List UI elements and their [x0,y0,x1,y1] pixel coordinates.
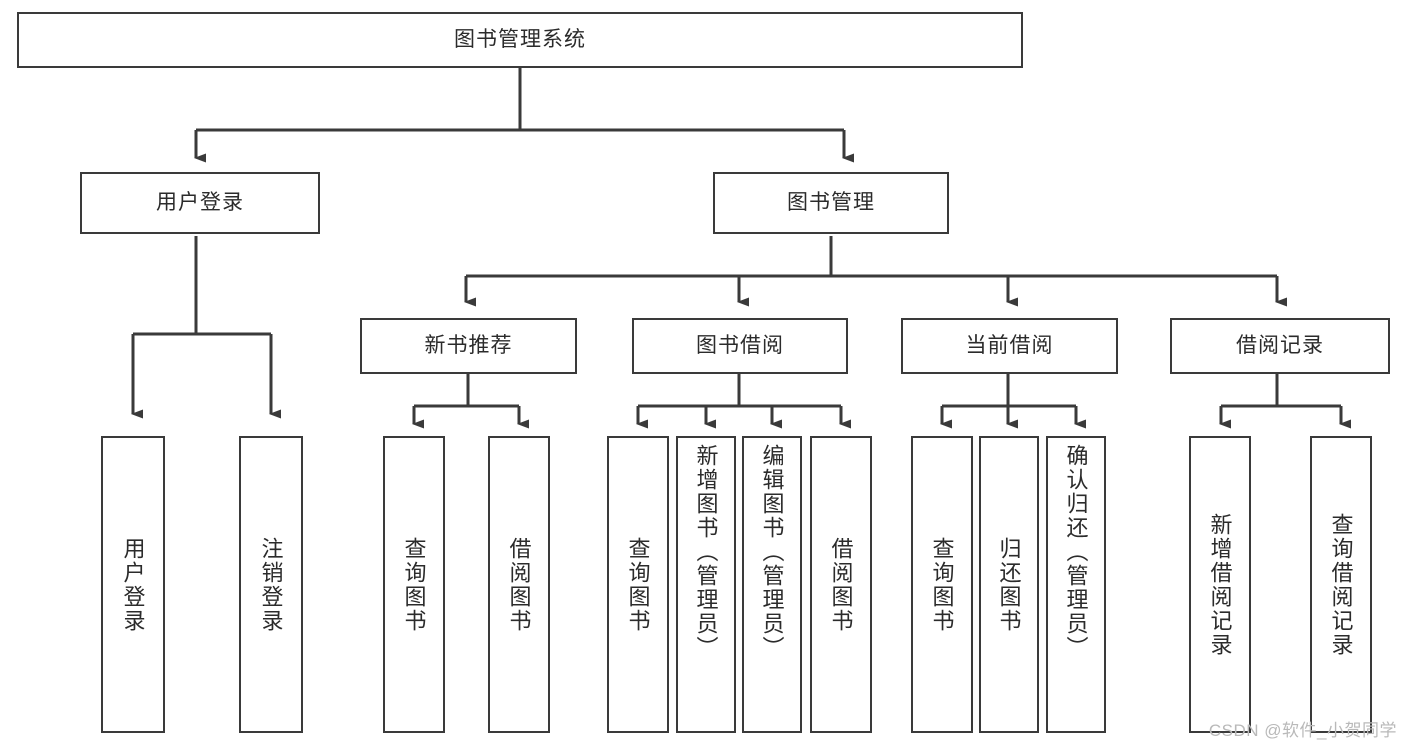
node-current-borrow[interactable]: 当前借阅 [901,318,1118,374]
node-label: 图书管理系统 [454,27,586,51]
leaf-book-borrow-edit-admin[interactable]: 编辑图书（管理员） [742,436,802,733]
node-book-borrow[interactable]: 图书借阅 [632,318,848,374]
node-label: 注销登录 [258,536,284,633]
node-label: 查询图书 [401,536,427,633]
node-label: 图书借阅 [696,333,784,357]
leaf-user-login-logout[interactable]: 注销登录 [239,436,303,733]
node-user-login[interactable]: 用户登录 [80,172,320,234]
node-label: 借阅记录 [1236,333,1324,357]
node-label: 编辑图书（管理员） [759,444,785,660]
leaf-borrow-record-add[interactable]: 新增借阅记录 [1189,436,1251,733]
node-label: 借阅图书 [506,536,532,633]
leaf-current-borrow-confirm-admin[interactable]: 确认归还（管理员） [1046,436,1106,733]
leaf-borrow-record-query[interactable]: 查询借阅记录 [1310,436,1372,733]
leaf-current-borrow-return[interactable]: 归还图书 [979,436,1039,733]
node-label: 图书管理 [787,190,875,214]
csdn-watermark: CSDN @软件_小贺同学 [1208,721,1397,740]
node-label: 新增图书（管理员） [693,444,719,660]
leaf-book-borrow-borrow[interactable]: 借阅图书 [810,436,872,733]
leaf-current-borrow-query[interactable]: 查询图书 [911,436,973,733]
node-label: 归还图书 [996,536,1022,633]
node-label: 新书推荐 [424,333,513,357]
node-borrow-record[interactable]: 借阅记录 [1170,318,1390,374]
node-label: 当前借阅 [965,333,1054,357]
node-label: 查询借阅记录 [1328,512,1354,657]
node-label: 新增借阅记录 [1207,512,1233,657]
node-label: 查询图书 [625,536,651,633]
node-label: 查询图书 [929,536,955,633]
leaf-new-book-query[interactable]: 查询图书 [383,436,445,733]
node-label: 确认归还（管理员） [1063,444,1089,660]
node-book-management[interactable]: 图书管理 [713,172,949,234]
node-label: 借阅图书 [828,536,854,633]
node-label: 用户登录 [156,190,244,214]
leaf-book-borrow-add-admin[interactable]: 新增图书（管理员） [676,436,736,733]
leaf-new-book-borrow[interactable]: 借阅图书 [488,436,550,733]
node-label: 用户登录 [120,536,146,633]
leaf-book-borrow-query[interactable]: 查询图书 [607,436,669,733]
leaf-user-login-login[interactable]: 用户登录 [101,436,165,733]
node-new-book-recommend[interactable]: 新书推荐 [360,318,577,374]
node-root-book-management-system[interactable]: 图书管理系统 [17,12,1023,68]
